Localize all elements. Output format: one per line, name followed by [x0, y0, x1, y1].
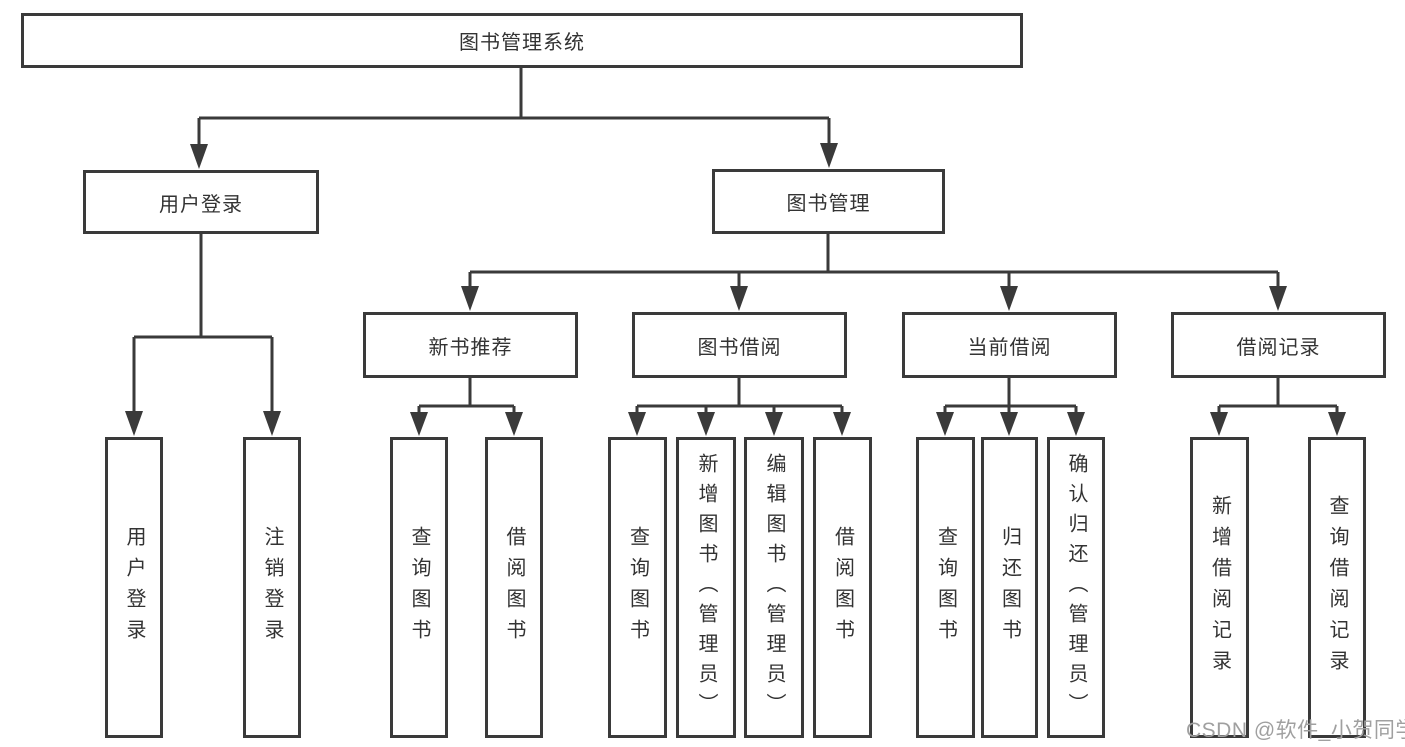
leaf-label: 确认归还（管理员） [1065, 452, 1087, 723]
leaf-label: 注销登录 [261, 525, 283, 650]
leaf-label: 编辑图书（管理员） [763, 452, 785, 723]
leaf-add-borrow-record: 新增借阅记录 [1190, 437, 1249, 738]
node-label: 用户登录 [159, 193, 243, 216]
leaf-query-books-recommend: 查询图书 [390, 437, 448, 738]
leaf-label: 新增图书（管理员） [695, 452, 717, 723]
node-label: 图书管理 [786, 193, 871, 215]
node-user-login: 用户登录 [83, 170, 319, 234]
leaf-label: 新增借阅记录 [1208, 494, 1231, 681]
node-label: 当前借阅 [967, 336, 1052, 359]
leaf-query-books-borrowing: 查询图书 [608, 437, 667, 738]
leaf-borrow-books-recommend: 借阅图书 [485, 437, 543, 738]
leaf-label: 借阅图书 [831, 525, 854, 650]
node-new-book-recommend: 新书推荐 [363, 312, 578, 378]
leaf-label: 归还图书 [998, 525, 1021, 650]
leaf-label: 查询借阅记录 [1326, 494, 1348, 681]
leaf-label: 查询图书 [626, 525, 649, 650]
leaf-label: 借阅图书 [503, 525, 525, 650]
leaf-query-books-current: 查询图书 [916, 437, 975, 738]
node-book-borrowing: 图书借阅 [632, 312, 847, 378]
leaf-label: 查询图书 [934, 525, 957, 650]
csdn-watermark: CSDN @软件_小贺同学 [1186, 719, 1405, 742]
leaf-edit-book-admin: 编辑图书（管理员） [744, 437, 804, 738]
node-borrow-records: 借阅记录 [1171, 312, 1386, 378]
leaf-borrow-books-borrowing: 借阅图书 [813, 437, 872, 738]
node-label: 图书管理系统 [459, 32, 585, 54]
node-book-management: 图书管理 [712, 169, 945, 234]
node-current-borrowing: 当前借阅 [902, 312, 1117, 378]
leaf-label: 查询图书 [408, 525, 430, 650]
node-library-management-system: 图书管理系统 [21, 13, 1023, 68]
leaf-confirm-return-admin: 确认归还（管理员） [1047, 437, 1105, 738]
leaf-query-borrow-record: 查询借阅记录 [1308, 437, 1366, 738]
node-label: 新书推荐 [428, 336, 513, 359]
leaf-return-books: 归还图书 [981, 437, 1038, 738]
node-label: 图书借阅 [697, 336, 782, 359]
node-label: 借阅记录 [1236, 336, 1321, 359]
leaf-logout: 注销登录 [243, 437, 301, 738]
leaf-label: 用户登录 [123, 525, 145, 650]
leaf-user-login: 用户登录 [105, 437, 163, 738]
leaf-add-book-admin: 新增图书（管理员） [676, 437, 736, 738]
